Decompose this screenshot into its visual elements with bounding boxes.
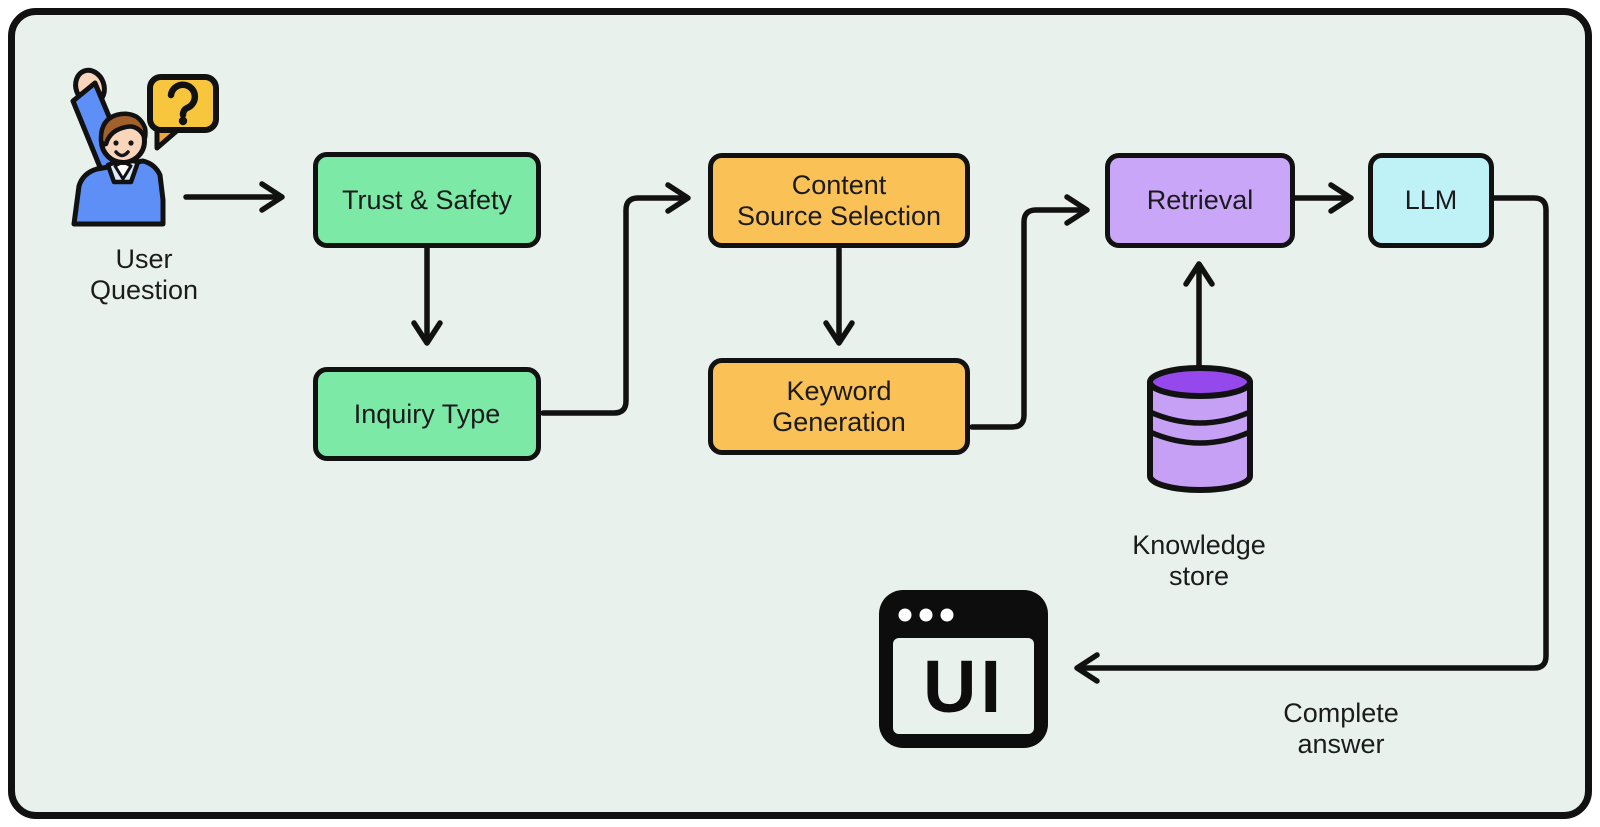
edge-inquiry-type-to-content-source — [540, 182, 691, 416]
browser-body — [893, 638, 1034, 734]
caption-knowledge-store: Knowledge store — [1119, 530, 1279, 592]
caption-line1: Complete — [1283, 698, 1399, 728]
eye-icon — [128, 140, 134, 146]
node-label-line2: Source Selection — [736, 200, 942, 231]
cylinder-band-icon — [1148, 409, 1252, 426]
node-content-source-selection: Content Source Selection — [708, 153, 970, 248]
node-keyword-generation: Keyword Generation — [708, 358, 970, 455]
edge-llm-to-ui — [1074, 195, 1549, 684]
hair-icon — [98, 111, 148, 147]
browser-dot-icon — [940, 608, 954, 622]
cylinder-top-icon — [1147, 365, 1253, 399]
user-question-icon — [70, 67, 219, 227]
caption-user-question: User Question — [64, 244, 224, 306]
node-llm: LLM — [1368, 153, 1494, 248]
node-label: Inquiry Type — [353, 398, 501, 429]
question-mark-dot-icon — [178, 116, 188, 126]
node-label-line1: Keyword — [786, 375, 892, 406]
ui-text: UI — [923, 645, 1005, 728]
node-inquiry-type: Inquiry Type — [313, 367, 541, 461]
knowledge-store-icon — [1147, 365, 1253, 493]
ui-browser-icon: UI — [879, 590, 1048, 748]
caption-line2: Question — [89, 275, 199, 305]
node-label-line1: Content — [791, 169, 887, 200]
node-label: Retrieval — [1146, 185, 1254, 215]
node-trust-safety: Trust & Safety — [313, 152, 541, 248]
speech-bubble-icon — [147, 74, 219, 133]
node-retrieval: Retrieval — [1105, 153, 1295, 248]
caption-line1: Knowledge — [1132, 530, 1266, 560]
caption-line2: answer — [1297, 729, 1385, 759]
browser-dot-icon — [898, 608, 912, 622]
body-icon — [71, 158, 166, 227]
node-label: Trust & Safety — [341, 184, 513, 215]
node-label: LLM — [1404, 185, 1458, 215]
smile-icon — [114, 150, 130, 158]
caption-line1: User — [115, 244, 173, 274]
cylinder-band-icon — [1148, 429, 1252, 446]
eye-icon — [113, 140, 119, 146]
caption-complete-answer: Complete answer — [1241, 698, 1441, 760]
node-label-line2: Generation — [772, 406, 906, 437]
question-mark-icon — [167, 81, 199, 119]
browser-dot-icon — [919, 608, 933, 622]
cylinder-body-icon — [1147, 379, 1253, 493]
caption-line2: store — [1168, 561, 1230, 591]
edge-keyword-generation-to-retrieval — [969, 194, 1090, 430]
